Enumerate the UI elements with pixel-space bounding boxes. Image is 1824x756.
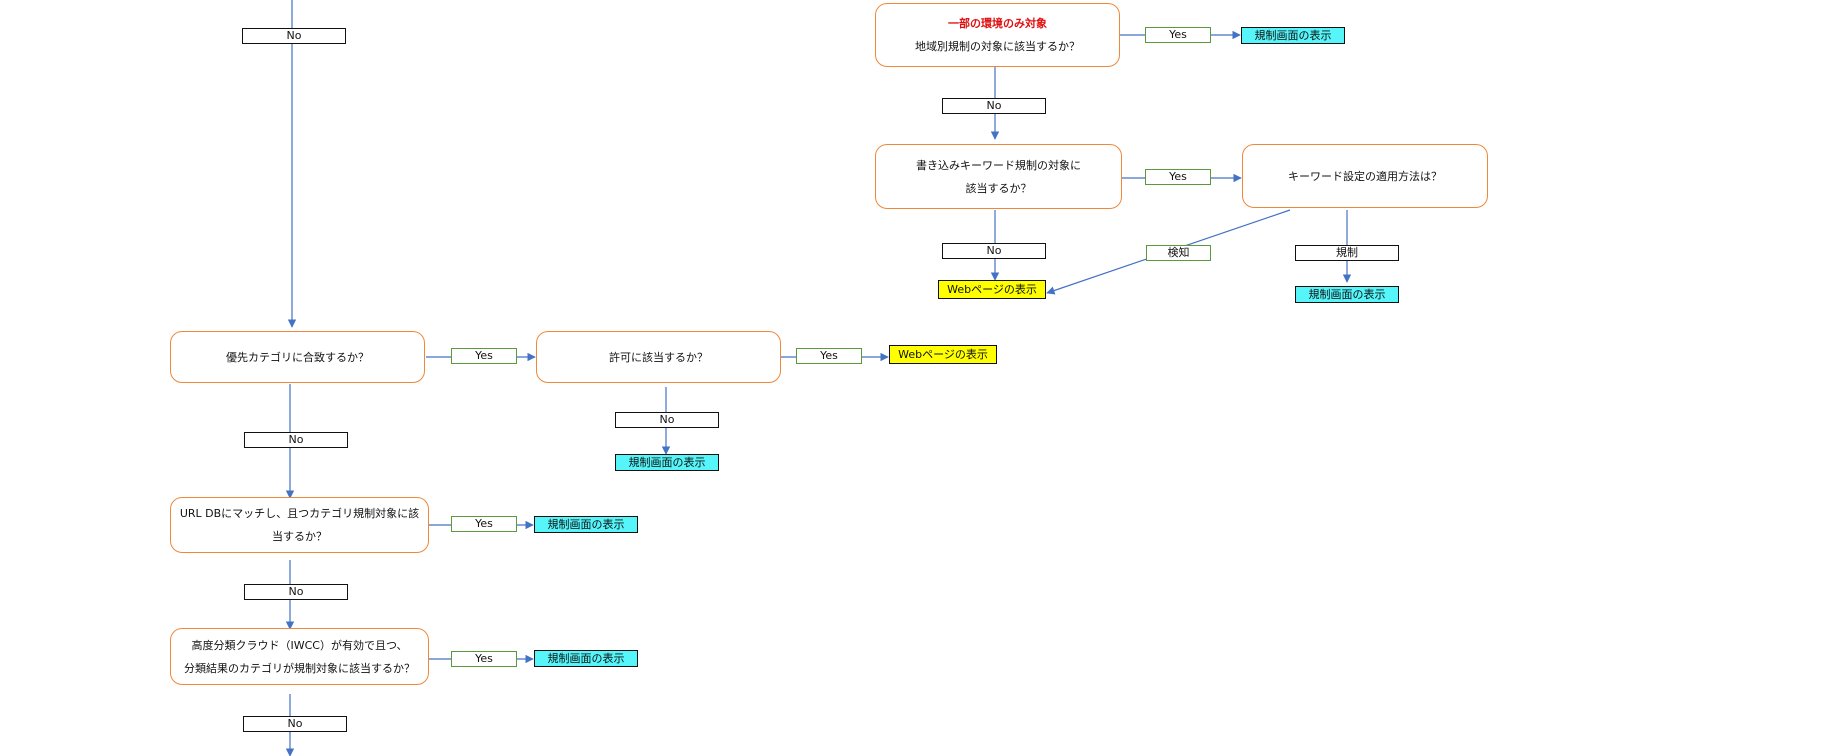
label-yes-region: Yes — [1145, 27, 1211, 43]
label-no-priority: No — [244, 432, 348, 448]
result-block-region: 規制画面の表示 — [1241, 27, 1345, 44]
decision-urldb-text-2: 当するか？ — [272, 530, 327, 543]
label-no-iwcc: No — [243, 716, 347, 732]
label-no-allow: No — [615, 412, 719, 428]
result-web-allow: Webページの表示 — [889, 345, 997, 364]
decision-keyword: 書き込みキーワード規制の対象に 該当するか？ — [875, 144, 1122, 209]
label-no-region: No — [942, 98, 1046, 114]
result-block-allow: 規制画面の表示 — [615, 454, 719, 471]
decision-priority-text: 優先カテゴリに合致するか？ — [226, 350, 369, 364]
label-yes-urldb: Yes — [451, 516, 517, 532]
decision-iwcc-text-1: 高度分類クラウド（IWCC）が有効で且つ、 — [191, 638, 408, 652]
label-yes-priority: Yes — [451, 348, 517, 364]
label-yes-iwcc: Yes — [451, 651, 517, 667]
result-web-keyword: Webページの表示 — [938, 280, 1046, 299]
decision-iwcc: 高度分類クラウド（IWCC）が有効で且つ、 分類結果のカテゴリが規制対象に該当す… — [170, 628, 429, 685]
decision-priority: 優先カテゴリに合致するか？ — [170, 331, 425, 383]
region-target-note: 一部の環境のみ対象 — [948, 17, 1047, 30]
decision-keyword-method: キーワード設定の適用方法は？ — [1242, 144, 1488, 208]
label-no-top: No — [242, 28, 346, 44]
label-detect-method: 検知 — [1146, 245, 1211, 261]
decision-region: 一部の環境のみ対象 地域別規制の対象に該当するか？ — [875, 3, 1120, 67]
decision-keyword-text-2: 該当するか？ — [965, 181, 1032, 195]
label-no-urldb: No — [244, 584, 348, 600]
label-block-method: 規制 — [1295, 245, 1399, 261]
decision-keyword-text-1: 書き込みキーワード規制の対象に — [916, 158, 1081, 172]
label-no-keyword: No — [942, 243, 1046, 259]
label-yes-allow: Yes — [796, 348, 862, 364]
label-yes-keyword: Yes — [1145, 169, 1211, 185]
decision-region-text: 地域別規制の対象に該当するか？ — [915, 40, 1080, 53]
decision-allow-text: 許可に該当するか？ — [609, 350, 708, 364]
decision-urldb: URL DBにマッチし、且つカテゴリ規制対象に該 当するか？ — [170, 497, 429, 553]
decision-iwcc-text-2: 分類結果のカテゴリが規制対象に該当するか？ — [184, 661, 415, 675]
decision-urldb-text-1: URL DBにマッチし、且つカテゴリ規制対象に該 — [179, 507, 420, 520]
decision-keyword-method-text: キーワード設定の適用方法は？ — [1288, 169, 1442, 183]
result-block-iwcc: 規制画面の表示 — [534, 650, 638, 667]
result-block-method: 規制画面の表示 — [1295, 286, 1399, 303]
result-block-urldb: 規制画面の表示 — [534, 516, 638, 533]
decision-allow: 許可に該当するか？ — [536, 331, 781, 383]
